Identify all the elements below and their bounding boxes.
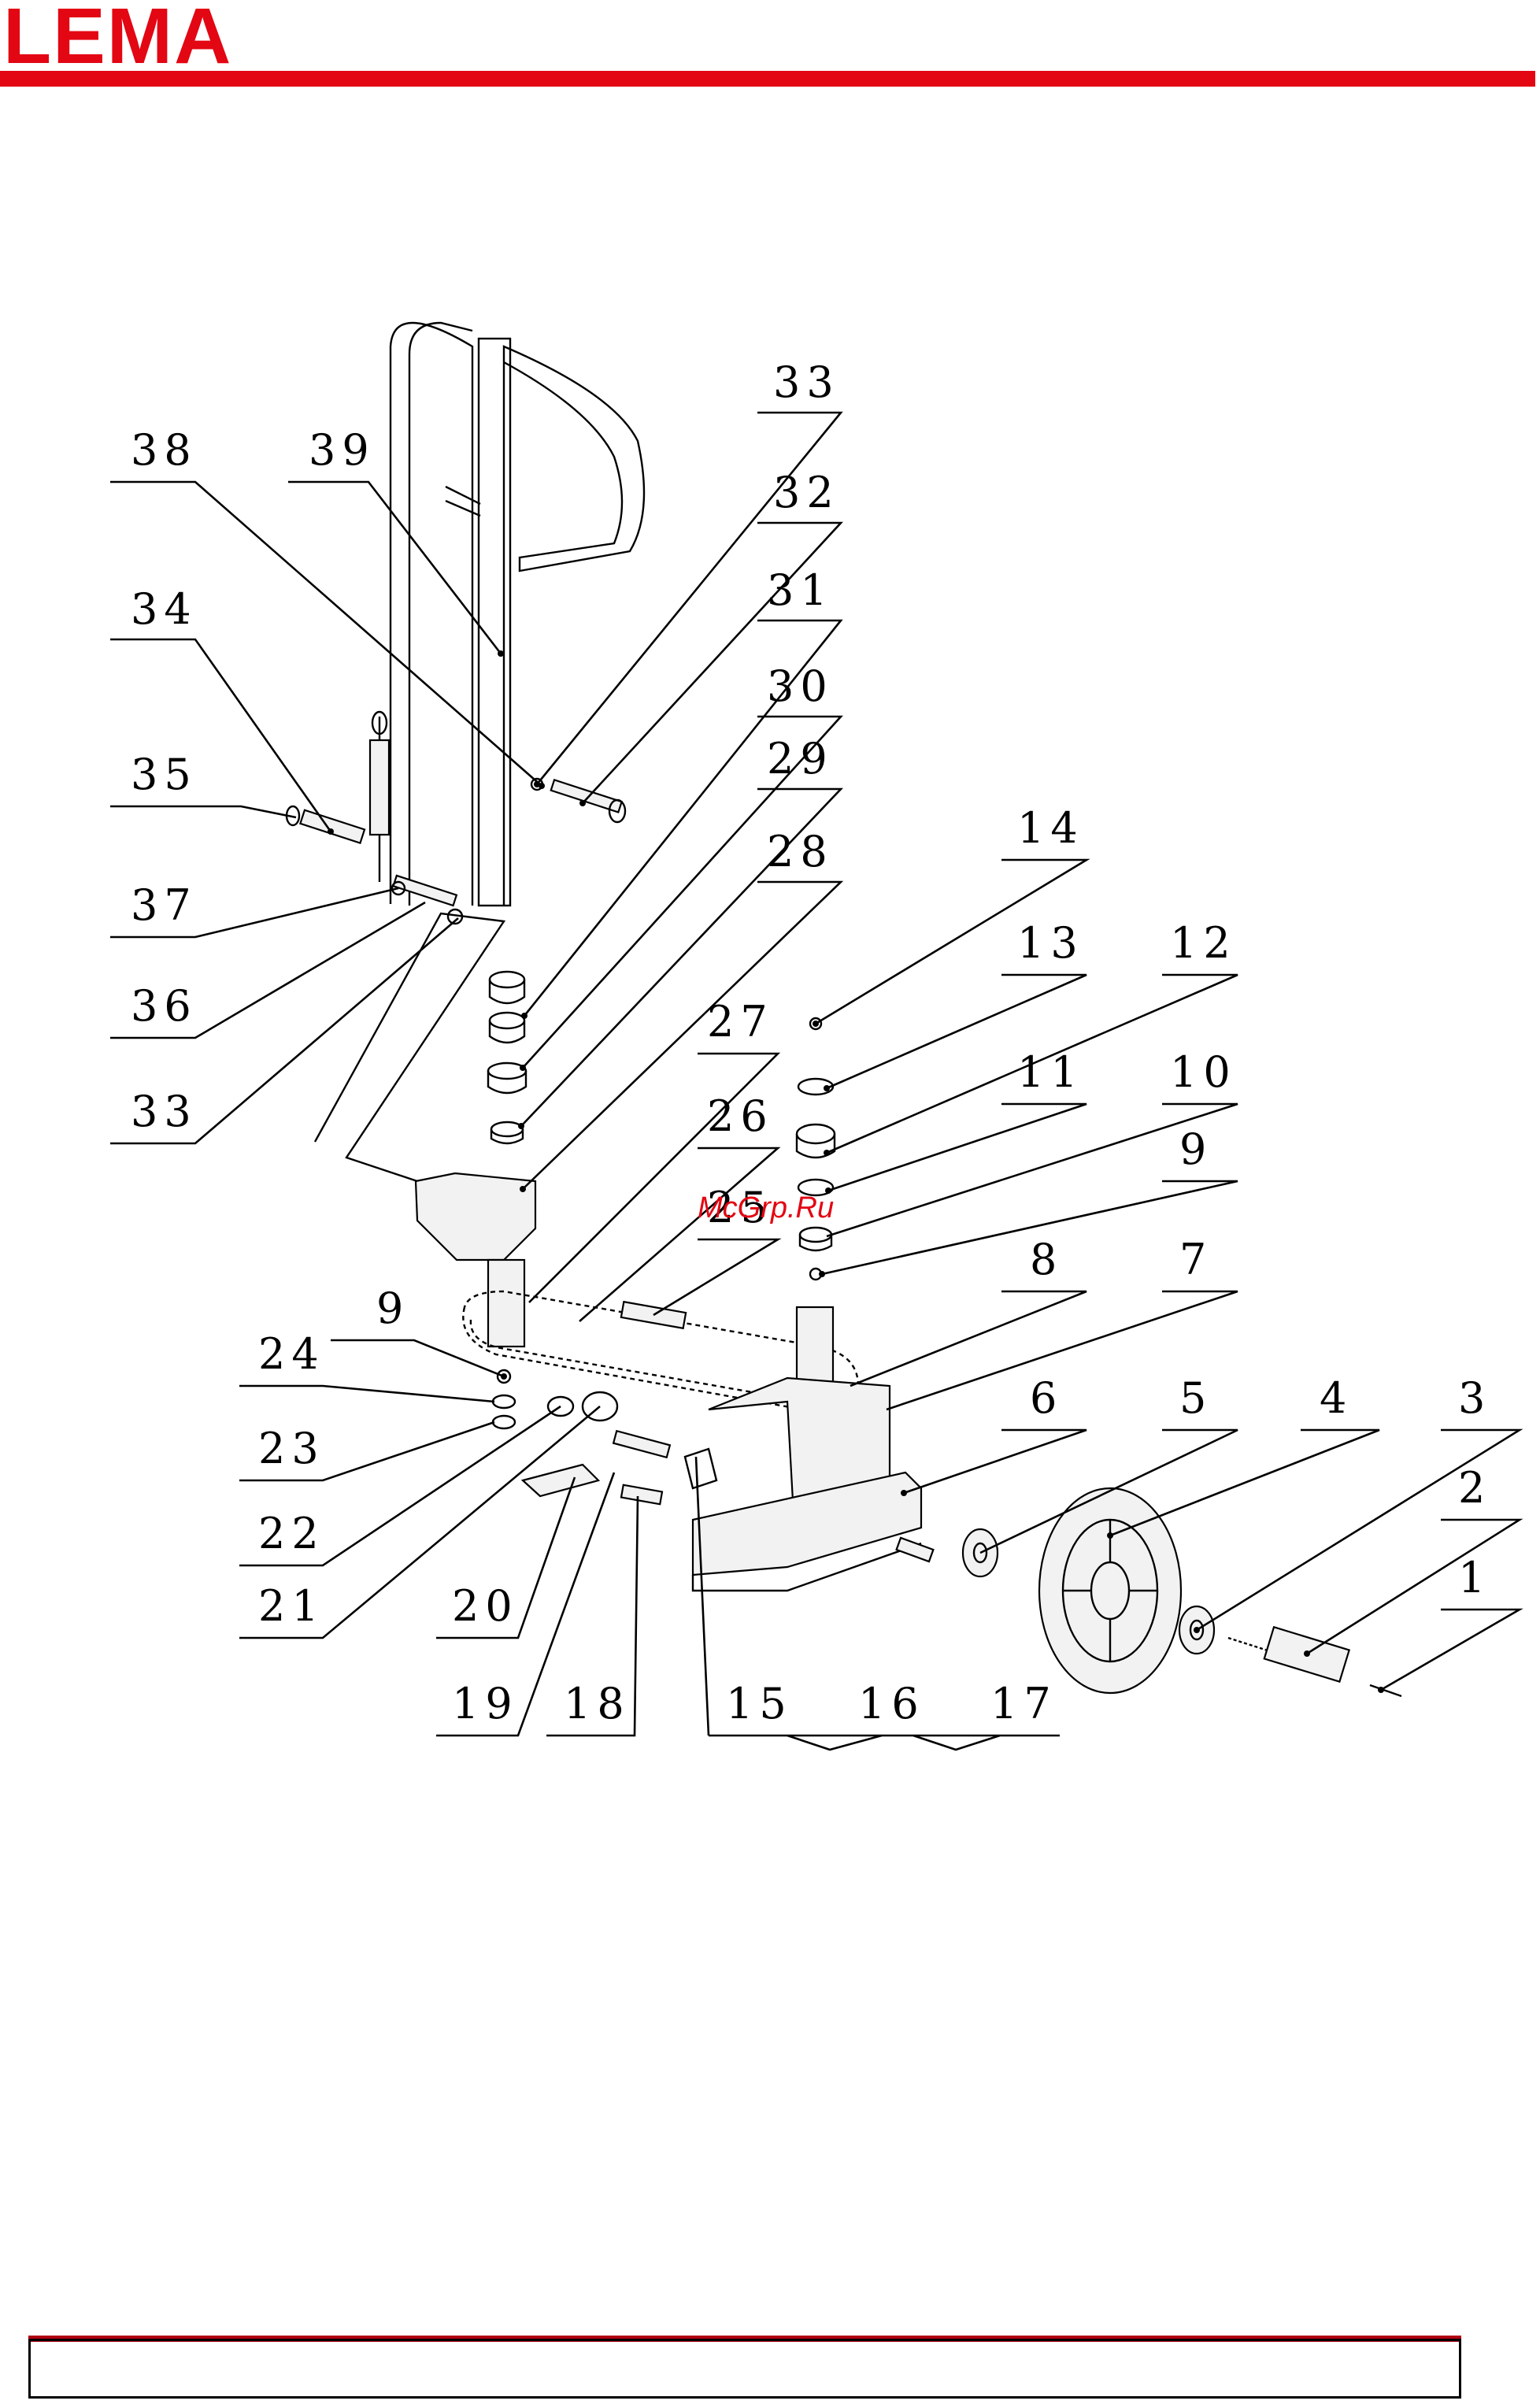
part-label-26: 26 [707,1091,774,1141]
part-label-17: 17 [990,1679,1057,1728]
handle-bracket [416,1173,535,1260]
part-label-24: 24 [258,1329,325,1379]
part-label-22: 22 [258,1509,325,1558]
part-label-31: 31 [767,565,834,615]
part-label-7: 7 [1179,1235,1212,1284]
part-label-21: 21 [258,1581,325,1631]
gas-spring [370,740,389,835]
pin-32 [551,780,622,812]
part-label-38: 38 [131,425,198,475]
part-label-9a: 9 [1179,1124,1212,1174]
part-label-30: 30 [767,661,834,711]
component-drawing [287,323,1401,1696]
part-label-8: 8 [1030,1235,1063,1284]
handle-grip [446,487,480,516]
part-label-4: 4 [1320,1373,1353,1423]
part-label-12: 12 [1170,918,1237,968]
part-label-37: 37 [131,880,198,930]
part-label-3: 3 [1458,1373,1491,1423]
part-label-13: 13 [1017,918,1084,968]
part-label-2: 2 [1458,1463,1491,1513]
part-label-29: 29 [767,734,834,784]
footer-box [28,2339,1461,2399]
part-label-27: 27 [707,997,774,1047]
part-label-19: 19 [452,1679,519,1728]
part-label-11: 11 [1017,1047,1084,1097]
handle-frame [391,323,644,906]
part-label-36: 36 [131,981,198,1031]
brake-pedal [523,1465,598,1496]
part-label-32: 32 [773,468,840,517]
part-label-5: 5 [1179,1373,1212,1423]
part-label-33: 33 [773,357,840,407]
part-label-39: 39 [309,425,376,475]
part-label-28: 28 [767,827,834,876]
part-label-1: 1 [1458,1553,1491,1602]
part-label-18: 18 [564,1679,631,1728]
part-label-15: 15 [726,1679,793,1728]
part-label-23: 23 [258,1424,325,1473]
part-label-14: 14 [1017,803,1084,853]
part-label-20: 20 [452,1581,519,1631]
part-label-6: 6 [1030,1373,1063,1423]
left-shaft [488,1260,524,1347]
part-label-9b: 9 [376,1284,409,1333]
wheel-assembly [963,1488,1401,1696]
part-label-35: 35 [131,750,198,799]
bearing-stack-left [488,972,526,1143]
part-label-10: 10 [1170,1047,1237,1097]
handle-shaft [479,339,510,906]
part-label-33b: 33 [131,1087,198,1136]
part-label-34: 34 [131,584,198,634]
part-label-16: 16 [858,1679,925,1728]
pin-34 [300,810,365,843]
watermark: McGrp.Ru [698,1191,834,1224]
